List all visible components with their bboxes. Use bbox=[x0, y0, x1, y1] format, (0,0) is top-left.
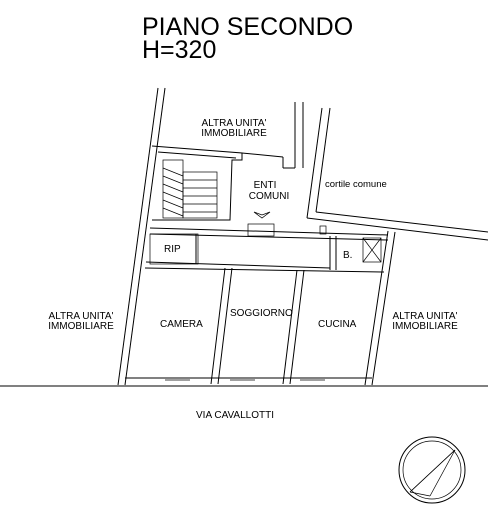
floor-title: PIANO SECONDO bbox=[142, 13, 353, 41]
courtyard-label: cortile comune bbox=[325, 179, 387, 190]
street-label: VIA CAVALLOTTI bbox=[196, 410, 274, 421]
floor-height: H=320 bbox=[142, 36, 216, 64]
common-areas-label-line2: COMUNI bbox=[249, 191, 290, 202]
corridor bbox=[144, 223, 389, 273]
north-arrow-icon bbox=[398, 436, 466, 504]
top-neighbor-label-line1: ALTRA UNITA' bbox=[202, 118, 267, 129]
top-neighbor-label-line2: IMMOBILIARE bbox=[201, 128, 267, 139]
room-walls bbox=[125, 267, 372, 385]
common-areas-label-line1: ENTI bbox=[254, 180, 277, 191]
bathroom-label: B. bbox=[343, 250, 352, 261]
bedroom-label: CAMERA bbox=[160, 319, 203, 330]
right-neighbor-label-line2: IMMOBILIARE bbox=[392, 321, 458, 332]
left-neighbor-label-line1: ALTRA UNITA' bbox=[49, 311, 114, 322]
storage-label: RIP bbox=[164, 244, 181, 255]
outer-walls bbox=[0, 87, 488, 387]
left-neighbor-label-line2: IMMOBILIARE bbox=[48, 321, 114, 332]
living-room-label: SOGGIORNO bbox=[230, 308, 293, 319]
kitchen-label: CUCINA bbox=[318, 319, 357, 330]
stairwell bbox=[151, 145, 295, 221]
right-neighbor-label-line1: ALTRA UNITA' bbox=[393, 311, 458, 322]
